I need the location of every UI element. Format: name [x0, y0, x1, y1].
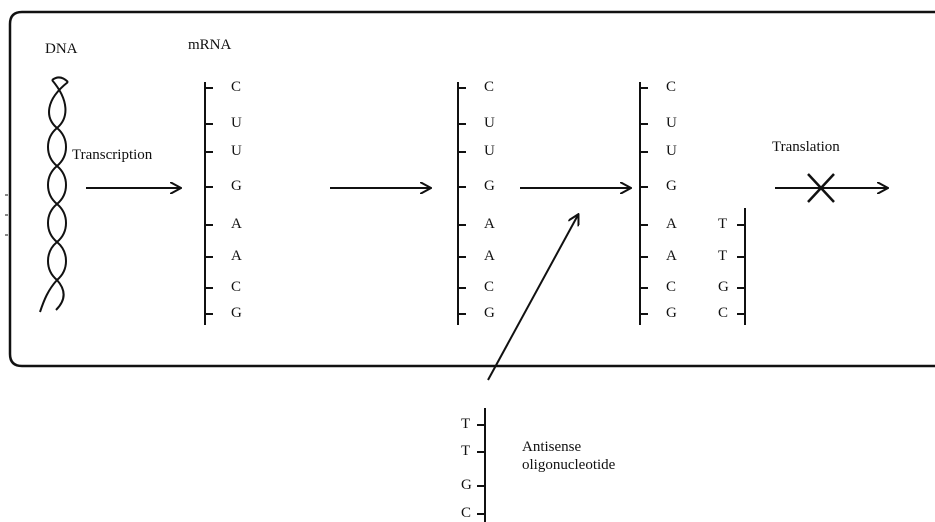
bound-antisense-base: C [718, 305, 729, 321]
mrna-2-base: C [484, 79, 495, 95]
process-frame [8, 10, 935, 368]
mrna-2-base: C [484, 279, 495, 295]
mrna-3-base: U [666, 143, 677, 159]
mrna-3-base: C [666, 279, 677, 295]
mrna-label: mRNA [188, 37, 232, 53]
antisense-label-line1: Antisense [522, 439, 582, 455]
mrna-1-base: C [231, 279, 242, 295]
mrna-3-base: G [666, 178, 677, 194]
antisense-label-line2: oligonucleotide [522, 457, 616, 473]
dna-helix [39, 76, 69, 313]
mrna-1-base: U [231, 115, 242, 131]
dna-label: DNA [45, 41, 78, 57]
free-antisense-base: C [461, 505, 472, 521]
free-antisense-base: G [461, 477, 472, 493]
mrna-2-base: A [484, 248, 495, 264]
mrna-3-base: C [666, 79, 677, 95]
mrna-1-base: C [231, 79, 242, 95]
mrna-3-base: A [666, 248, 677, 264]
translation-label: Translation [772, 139, 840, 155]
mrna-1-base: A [231, 248, 242, 264]
mrna-1-base: U [231, 143, 242, 159]
mrna-1-base: G [231, 305, 242, 321]
mrna-1-base: A [231, 216, 242, 232]
bound-antisense-base: T [718, 216, 728, 232]
bound-antisense-base: T [718, 248, 728, 264]
mrna-2-base: U [484, 143, 495, 159]
mrna-2-base: G [484, 305, 495, 321]
bound-antisense-base: G [718, 279, 729, 295]
translation-blocked-cross [807, 173, 835, 203]
mrna-3-base: U [666, 115, 677, 131]
mrna-2-base: A [484, 216, 495, 232]
mrna-1-base: G [231, 178, 242, 194]
mrna-3-base: G [666, 305, 677, 321]
free-antisense-base: T [461, 443, 471, 459]
mrna-2-base: G [484, 178, 495, 194]
mrna-2-base: U [484, 115, 495, 131]
transcription-label: Transcription [72, 147, 153, 163]
antisense-binding-arrow [487, 215, 578, 381]
free-antisense-base: T [461, 416, 471, 432]
mrna-3-base: A [666, 216, 677, 232]
